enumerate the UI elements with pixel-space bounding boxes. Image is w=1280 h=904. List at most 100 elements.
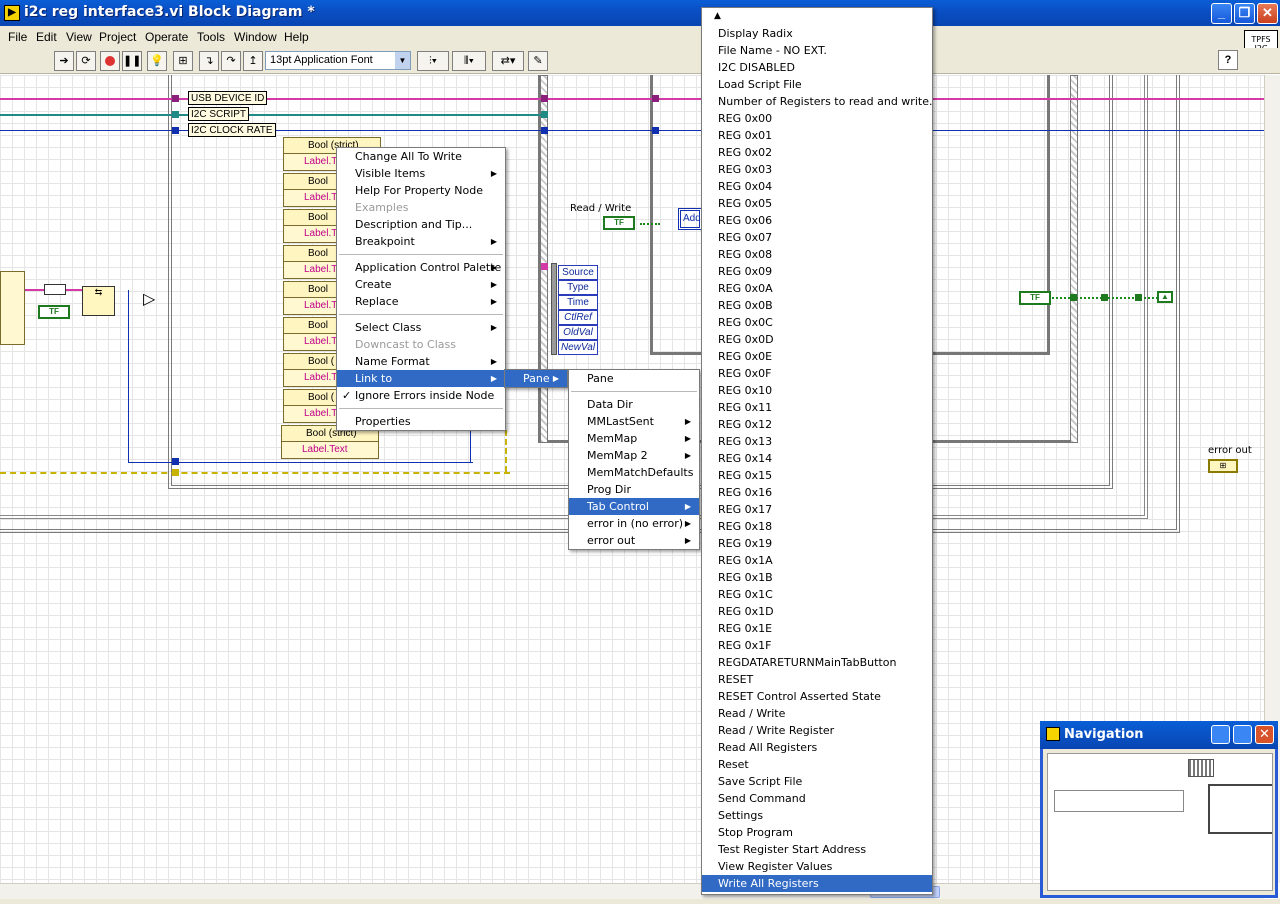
tab-list-item[interactable]: View Register Values (718, 860, 833, 873)
add-node[interactable]: Add (678, 208, 702, 230)
menu-edit[interactable]: Edit (36, 30, 57, 44)
menu-item[interactable]: Link to▶ (337, 370, 505, 387)
vertical-scrollbar[interactable] (1264, 75, 1280, 883)
tunnel-terminal[interactable] (1101, 294, 1108, 301)
menu-item[interactable]: Visible Items▶ (337, 165, 505, 182)
align-objects-icon[interactable]: ⫶▾ (417, 51, 449, 71)
font-select[interactable]: 13pt Application Font▼ (265, 51, 411, 70)
menu-item[interactable]: Create▶ (337, 276, 505, 293)
tab-list-item[interactable]: RESET (718, 673, 754, 686)
tab-list-item[interactable]: REG 0x1A (718, 554, 773, 567)
tab-list-item[interactable]: Test Register Start Address (718, 843, 867, 856)
tab-list-item[interactable]: REG 0x16 (718, 486, 773, 499)
preview-viewport[interactable] (1208, 784, 1272, 834)
menu-item[interactable]: Prog Dir (569, 481, 699, 498)
context-help-button[interactable]: ? (1218, 50, 1238, 70)
tunnel-terminal[interactable] (172, 95, 179, 102)
event-data-field[interactable]: Type (558, 280, 598, 295)
tab-list-item[interactable]: REG 0x0E (718, 350, 773, 363)
menu-help[interactable]: Help (284, 30, 309, 44)
tab-list-item[interactable]: REG 0x0B (718, 299, 773, 312)
event-data-field[interactable]: NewVal (558, 340, 598, 355)
menu-item[interactable]: Name Format▶ (337, 353, 505, 370)
tab-list-item[interactable]: REG 0x1C (718, 588, 773, 601)
menu-item[interactable]: MemMap▶ (569, 430, 699, 447)
tab-list-item[interactable]: Display Radix (718, 27, 793, 40)
run-continuously-icon[interactable]: ⟳ (76, 51, 96, 71)
tab-list-item[interactable]: REG 0x10 (718, 384, 773, 397)
tab-list-item[interactable]: REG 0x09 (718, 265, 773, 278)
close-button[interactable]: ✕ (1257, 3, 1278, 24)
read-write-terminal[interactable]: TF (603, 216, 635, 230)
tab-list-item[interactable]: REG 0x17 (718, 503, 773, 516)
cluster-label[interactable]: I2C CLOCK RATE (188, 123, 276, 137)
boolean-constant[interactable]: TF (1019, 291, 1051, 305)
error-cluster-wire[interactable] (505, 430, 507, 472)
tunnel-terminal[interactable] (541, 111, 548, 118)
tunnel-terminal[interactable] (172, 469, 179, 476)
close-icon[interactable]: ✕ (1255, 725, 1274, 744)
tab-list-item[interactable]: Reset (718, 758, 749, 771)
retain-wire-values-icon[interactable]: ⊞ (173, 51, 193, 71)
menu-item[interactable]: Change All To Write (337, 148, 505, 165)
menu-item[interactable]: Data Dir (569, 396, 699, 413)
tab-list-item[interactable]: REG 0x07 (718, 231, 773, 244)
bool-array-constant[interactable] (0, 271, 25, 345)
step-into-icon[interactable]: ↴ (199, 51, 219, 71)
tab-list-item[interactable]: REG 0x00 (718, 112, 773, 125)
boolean-constant[interactable]: TF (38, 305, 70, 319)
menu-item[interactable]: error out▶ (569, 532, 699, 549)
event-data-field[interactable]: Source (558, 265, 598, 280)
menu-view[interactable]: View (66, 30, 92, 44)
tunnel-terminal[interactable] (1135, 294, 1142, 301)
tab-list-item[interactable]: REG 0x1D (718, 605, 774, 618)
tab-list-item[interactable]: REG 0x0A (718, 282, 773, 295)
tunnel-terminal[interactable] (1070, 294, 1077, 301)
title-bar[interactable]: ▶ i2c reg interface3.vi Block Diagram * … (0, 0, 1280, 26)
error-cluster-wire[interactable] (0, 472, 510, 474)
tab-list-item[interactable]: REG 0x14 (718, 452, 773, 465)
step-out-icon[interactable]: ↥ (243, 51, 263, 71)
numeric-wire[interactable] (470, 420, 471, 462)
tab-list-item[interactable]: REG 0x06 (718, 214, 773, 227)
distribute-objects-icon[interactable]: ⫴▾ (452, 51, 486, 71)
menu-item[interactable]: Tab Control▶ (569, 498, 699, 515)
scroll-up-icon[interactable]: ▲ (714, 11, 721, 21)
menu-item[interactable]: ✓Ignore Errors inside Node (337, 387, 505, 404)
tab-list-item[interactable]: Send Command (718, 792, 806, 805)
tab-list-item[interactable]: RESET Control Asserted State (718, 690, 881, 703)
tunnel-terminal[interactable] (652, 95, 659, 102)
array-to-cluster-icon[interactable] (44, 284, 66, 295)
tab-list-item[interactable]: REG 0x0C (718, 316, 773, 329)
tab-list-item[interactable]: Settings (718, 809, 764, 822)
menu-item[interactable]: MMLastSent▶ (569, 413, 699, 430)
path-wire[interactable] (0, 114, 545, 116)
tab-list-item[interactable]: REG 0x18 (718, 520, 773, 533)
menu-item[interactable]: Description and Tip... (337, 216, 505, 233)
tab-list-item[interactable]: REG 0x1F (718, 639, 772, 652)
menu-item[interactable]: Help For Property Node (337, 182, 505, 199)
menu-project[interactable]: Project (99, 30, 137, 44)
navigation-window[interactable]: Navigation ✕ (1040, 721, 1278, 898)
tab-list-item[interactable]: REG 0x15 (718, 469, 773, 482)
tab-list-item[interactable]: REG 0x01 (718, 129, 773, 142)
cluster-label[interactable]: USB DEVICE ID (188, 91, 268, 105)
tab-list-item[interactable]: Read / Write Register (718, 724, 835, 737)
tab-list-item[interactable]: REG 0x11 (718, 401, 773, 414)
menu-item[interactable]: MemMap 2▶ (569, 447, 699, 464)
error-out-indicator[interactable]: ⊞ (1208, 459, 1238, 473)
menu-item[interactable]: MemMatchDefaults (569, 464, 699, 481)
menu-item[interactable]: Pane (569, 370, 699, 387)
tunnel-terminal[interactable] (541, 263, 548, 270)
tab-list-item[interactable]: REG 0x08 (718, 248, 773, 261)
pause-icon[interactable]: ❚❚ (122, 51, 142, 71)
tab-list-item[interactable]: REG 0x12 (718, 418, 773, 431)
menu-operate[interactable]: Operate (145, 30, 189, 44)
tab-list-item[interactable]: REG 0x05 (718, 197, 773, 210)
tab-list-item[interactable]: REG 0x0F (718, 367, 772, 380)
numeric-wire[interactable] (0, 130, 1264, 131)
maximize-button[interactable] (1233, 725, 1252, 744)
numeric-wire[interactable] (128, 290, 129, 462)
maximize-button[interactable]: ❐ (1234, 3, 1255, 24)
menu-item[interactable]: error in (no error)▶ (569, 515, 699, 532)
